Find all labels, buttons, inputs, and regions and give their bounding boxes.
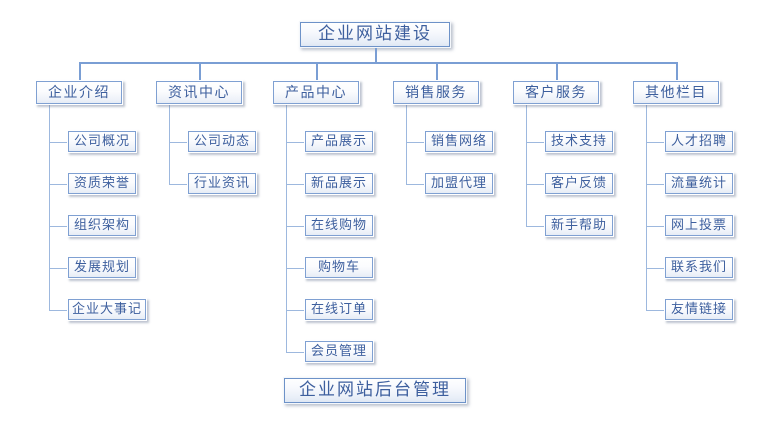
connector-branch-1-5: [49, 310, 67, 311]
page-node-label: 企业大事记: [71, 302, 142, 317]
category-node-label: 资讯中心: [168, 84, 230, 101]
page-node-1-4[interactable]: 发展规划: [67, 256, 137, 279]
page-node-2-2[interactable]: 行业资讯: [187, 172, 257, 195]
connector-branch-6-3: [646, 226, 664, 227]
category-node-label: 企业介绍: [48, 84, 110, 101]
page-node-3-1[interactable]: 产品展示: [304, 130, 374, 153]
page-node-label: 人才招聘: [670, 134, 727, 149]
category-node-label: 其他栏目: [645, 84, 707, 101]
page-node-6-1[interactable]: 人才招聘: [664, 130, 734, 153]
connector-root-stem: [375, 48, 377, 62]
category-node-5[interactable]: 客户服务: [512, 80, 600, 105]
connector-branch-2-1: [169, 142, 187, 143]
connector-branch-6-1: [646, 142, 664, 143]
page-node-label: 会员管理: [310, 344, 367, 359]
page-node-3-3[interactable]: 在线购物: [304, 214, 374, 237]
page-node-5-2[interactable]: 客户反馈: [544, 172, 614, 195]
connector-spine-4: [406, 105, 407, 184]
connector-spine-3: [286, 105, 287, 352]
category-node-2[interactable]: 资讯中心: [155, 80, 243, 105]
connector-spine-1: [49, 105, 50, 310]
page-node-label: 行业资讯: [193, 176, 250, 191]
page-node-label: 加盟代理: [430, 176, 487, 191]
connector-branch-5-1: [526, 142, 544, 143]
page-node-label: 公司动态: [193, 134, 250, 149]
connector-branch-5-2: [526, 184, 544, 185]
connector-column-stem-1: [79, 62, 81, 80]
page-node-label: 网上投票: [670, 218, 727, 233]
connector-branch-6-4: [646, 268, 664, 269]
category-node-3[interactable]: 产品中心: [272, 80, 360, 105]
connector-spine-2: [169, 105, 170, 184]
root-node-enterprise-website[interactable]: 企业网站建设: [299, 21, 451, 48]
connector-branch-1-3: [49, 226, 67, 227]
category-node-1[interactable]: 企业介绍: [35, 80, 123, 105]
category-node-6[interactable]: 其他栏目: [632, 80, 720, 105]
page-node-1-5[interactable]: 企业大事记: [67, 298, 147, 321]
connector-branch-6-5: [646, 310, 664, 311]
page-node-6-5[interactable]: 友情链接: [664, 298, 734, 321]
page-node-label: 技术支持: [550, 134, 607, 149]
connector-column-stem-6: [676, 62, 678, 80]
page-node-5-3[interactable]: 新手帮助: [544, 214, 614, 237]
page-node-6-3[interactable]: 网上投票: [664, 214, 734, 237]
page-node-label: 产品展示: [310, 134, 367, 149]
page-node-1-1[interactable]: 公司概况: [67, 130, 137, 153]
page-node-label: 在线购物: [310, 218, 367, 233]
page-node-3-2[interactable]: 新品展示: [304, 172, 374, 195]
page-node-6-2[interactable]: 流量统计: [664, 172, 734, 195]
page-node-3-5[interactable]: 在线订单: [304, 298, 374, 321]
page-node-label: 销售网络: [430, 134, 487, 149]
page-node-label: 新手帮助: [550, 218, 607, 233]
connector-branch-3-1: [286, 142, 304, 143]
connector-branch-6-2: [646, 184, 664, 185]
connector-spine-6: [646, 105, 647, 310]
connector-branch-3-5: [286, 310, 304, 311]
connector-branch-3-4: [286, 268, 304, 269]
connector-column-stem-3: [316, 62, 318, 80]
connector-branch-1-1: [49, 142, 67, 143]
connector-branch-1-4: [49, 268, 67, 269]
page-node-label: 组织架构: [73, 218, 130, 233]
connector-column-stem-2: [199, 62, 201, 80]
category-node-label: 产品中心: [285, 84, 347, 101]
page-node-label: 友情链接: [670, 302, 727, 317]
page-node-label: 资质荣誉: [73, 176, 130, 191]
category-node-label: 销售服务: [405, 84, 467, 101]
footer-node-backend-management[interactable]: 企业网站后台管理: [283, 377, 467, 404]
page-node-label: 流量统计: [670, 176, 727, 191]
connector-horizontal-bus: [79, 62, 678, 64]
page-node-6-4[interactable]: 联系我们: [664, 256, 734, 279]
page-node-label: 客户反馈: [550, 176, 607, 191]
root-node-label: 企业网站建设: [318, 24, 432, 44]
page-node-4-2[interactable]: 加盟代理: [424, 172, 494, 195]
footer-node-label: 企业网站后台管理: [299, 380, 451, 400]
page-node-label: 发展规划: [73, 260, 130, 275]
page-node-3-6[interactable]: 会员管理: [304, 340, 374, 363]
page-node-label: 在线订单: [310, 302, 367, 317]
page-node-label: 新品展示: [310, 176, 367, 191]
connector-branch-5-3: [526, 226, 544, 227]
page-node-1-3[interactable]: 组织架构: [67, 214, 137, 237]
page-node-label: 联系我们: [670, 260, 727, 275]
connector-branch-3-3: [286, 226, 304, 227]
page-node-5-1[interactable]: 技术支持: [544, 130, 614, 153]
connector-branch-1-2: [49, 184, 67, 185]
connector-column-stem-5: [556, 62, 558, 80]
connector-branch-3-2: [286, 184, 304, 185]
connector-branch-3-6: [286, 352, 304, 353]
category-node-4[interactable]: 销售服务: [392, 80, 480, 105]
connector-branch-4-1: [406, 142, 424, 143]
connector-column-stem-4: [436, 62, 438, 80]
page-node-1-2[interactable]: 资质荣誉: [67, 172, 137, 195]
connector-spine-5: [526, 105, 527, 226]
category-node-label: 客户服务: [525, 84, 587, 101]
page-node-label: 购物车: [317, 260, 360, 275]
page-node-label: 公司概况: [73, 134, 130, 149]
page-node-2-1[interactable]: 公司动态: [187, 130, 257, 153]
connector-branch-2-2: [169, 184, 187, 185]
page-node-3-4[interactable]: 购物车: [304, 256, 374, 279]
connector-branch-4-2: [406, 184, 424, 185]
page-node-4-1[interactable]: 销售网络: [424, 130, 494, 153]
